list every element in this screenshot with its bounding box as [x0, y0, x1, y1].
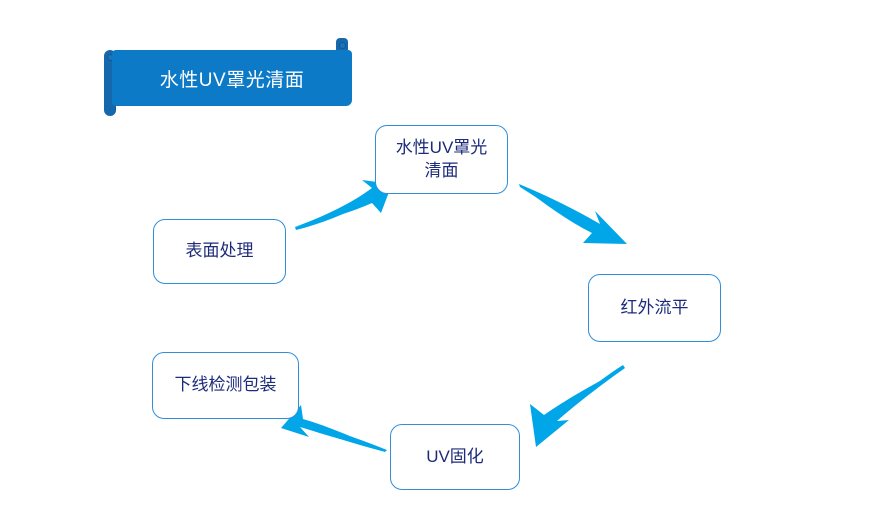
arrow-surface-to-coat-tail-icon [295, 201, 370, 230]
arrow-coat-to-leveling-icon [519, 184, 627, 244]
ribbon-body: 水性UV罩光清面 [112, 50, 352, 106]
node-infrared-leveling[interactable]: 红外流平 [588, 274, 721, 342]
node-uv-clear-coat-label: 水性UV罩光 清面 [395, 137, 488, 180]
arrow-curing-to-packaging-tail-icon [305, 424, 387, 452]
title-banner: 水性UV罩光清面 [104, 38, 356, 116]
arrow-coat-to-leveling-tail-icon [519, 184, 593, 232]
arrow-leveling-to-curing-icon [530, 368, 625, 447]
node-uv-curing-label: UV固化 [426, 446, 484, 466]
node-offline-inspection-packaging-label: 下线检测包装 [174, 375, 277, 395]
node-surface-treatment-label: 表面处理 [185, 241, 254, 261]
arrow-leveling-to-curing-tail-icon [554, 365, 625, 420]
title-banner-label: 水性UV罩光清面 [159, 69, 305, 91]
node-uv-clear-coat[interactable]: 水性UV罩光 清面 [375, 125, 508, 194]
node-uv-curing[interactable]: UV固化 [390, 424, 520, 490]
node-offline-inspection-packaging[interactable]: 下线检测包装 [152, 352, 299, 419]
node-infrared-leveling-label: 红外流平 [620, 297, 689, 317]
node-surface-treatment[interactable]: 表面处理 [153, 219, 286, 284]
